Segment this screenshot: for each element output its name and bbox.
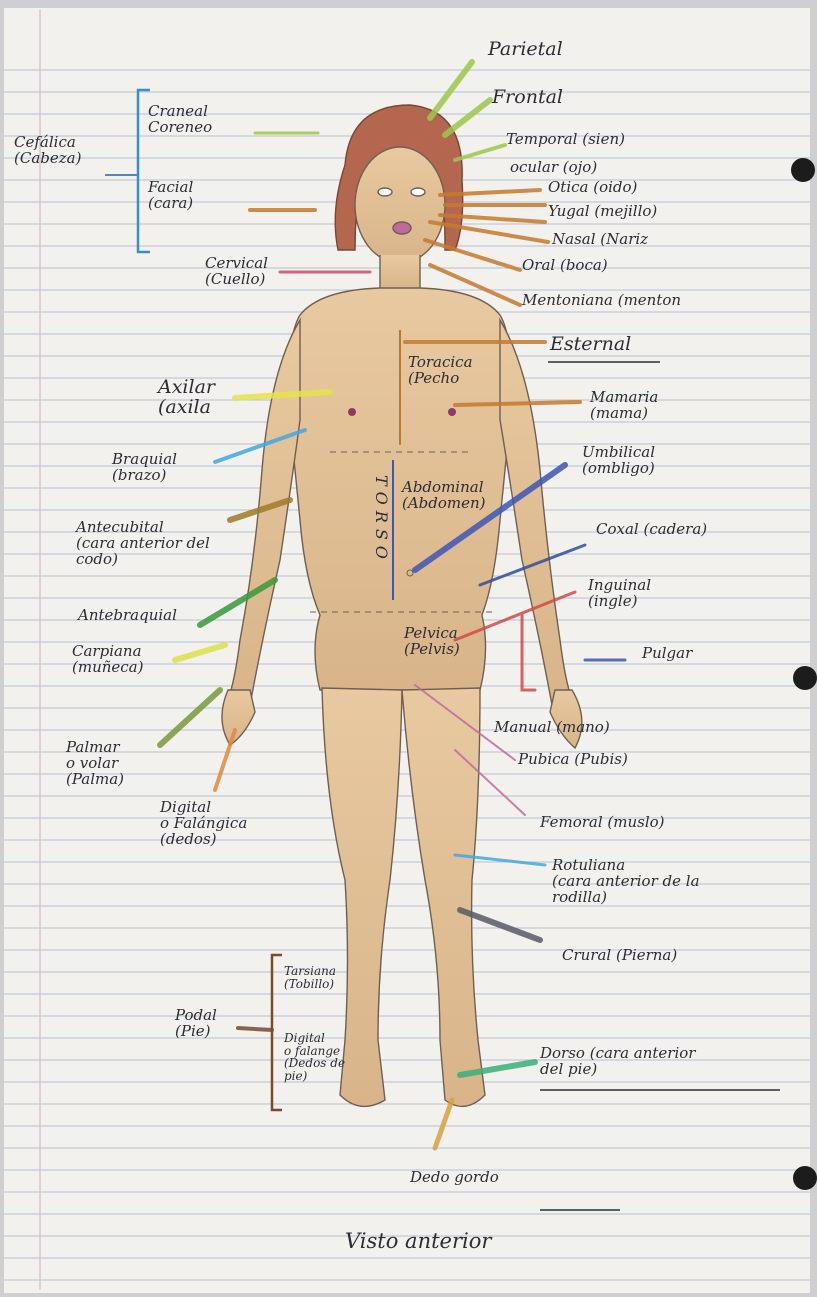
label-manual: Manual (mano) (494, 720, 610, 736)
label-pelvica: Pelvica (Pelvis) (404, 626, 460, 658)
label-digital-pie: Digital o falange (Dedos de pie) (284, 1032, 345, 1082)
left-eye (378, 188, 392, 196)
label-oral: Oral (boca) (522, 258, 608, 274)
label-otica: Otica (oido) (548, 180, 637, 196)
label-torso: TORSO (372, 475, 389, 565)
binder-hole-middle (793, 666, 817, 690)
label-inguinal: Inguinal (ingle) (588, 578, 651, 610)
label-dorso: Dorso (cara anterior del pie) (540, 1046, 695, 1078)
label-coxal: Coxal (cadera) (596, 522, 707, 538)
label-yugal: Yugal (mejillo) (548, 204, 657, 220)
binder-hole-top (791, 158, 815, 182)
label-ocular: ocular (ojo) (510, 160, 597, 176)
label-parietal: Parietal (488, 40, 563, 60)
binder-hole-bottom (793, 1166, 817, 1190)
label-toracica: Toracica (Pecho (408, 355, 473, 387)
label-facial: Facial (cara) (148, 180, 193, 212)
label-podal: Podal (Pie) (175, 1008, 217, 1040)
head (355, 147, 445, 263)
neck (380, 255, 420, 290)
label-nasal: Nasal (Nariz (552, 232, 648, 248)
label-tarsiana: Tarsiana (Tobillo) (284, 965, 336, 990)
label-craneal: Craneal Coreneo (148, 104, 212, 136)
label-femoral: Femoral (muslo) (540, 815, 665, 831)
label-esternal: Esternal (550, 335, 631, 355)
label-dedo-gordo: Dedo gordo (410, 1170, 499, 1186)
left-nipple (348, 408, 356, 416)
label-pulgar: Pulgar (642, 646, 692, 662)
label-cefalica: Cefálica (Cabeza) (14, 135, 81, 167)
footer-caption: Visto anterior (345, 1230, 491, 1252)
label-axilar: Axilar (axila (158, 378, 215, 418)
line-podal (238, 1028, 272, 1030)
label-digital: Digital o Falángica (dedos) (160, 800, 247, 847)
label-crural: Crural (Pierna) (562, 948, 677, 964)
label-rotuliana: Rotuliana (cara anterior de la rodilla) (552, 858, 700, 905)
label-mentoniana: Mentoniana (menton (522, 293, 681, 309)
label-carpiana: Carpiana (muñeca) (72, 644, 143, 676)
label-cervical: Cervical (Cuello) (205, 256, 268, 288)
right-eye (411, 188, 425, 196)
label-braquial: Braquial (brazo) (112, 452, 177, 484)
mouth (393, 222, 411, 234)
label-temporal: Temporal (sien) (506, 132, 625, 148)
label-pubica: Pubica (Pubis) (518, 752, 628, 768)
label-palmar: Palmar o volar (Palma) (66, 740, 124, 787)
label-antecubital: Antecubital (cara anterior del codo) (76, 520, 210, 567)
right-nipple (448, 408, 456, 416)
label-abdominal: Abdominal (Abdomen) (402, 480, 486, 512)
label-mamaria: Mamaria (mama) (590, 390, 658, 422)
label-umbilical: Umbilical (ombligo) (582, 445, 655, 477)
label-frontal: Frontal (492, 88, 563, 108)
label-antebraquial: Antebraquial (78, 608, 177, 624)
